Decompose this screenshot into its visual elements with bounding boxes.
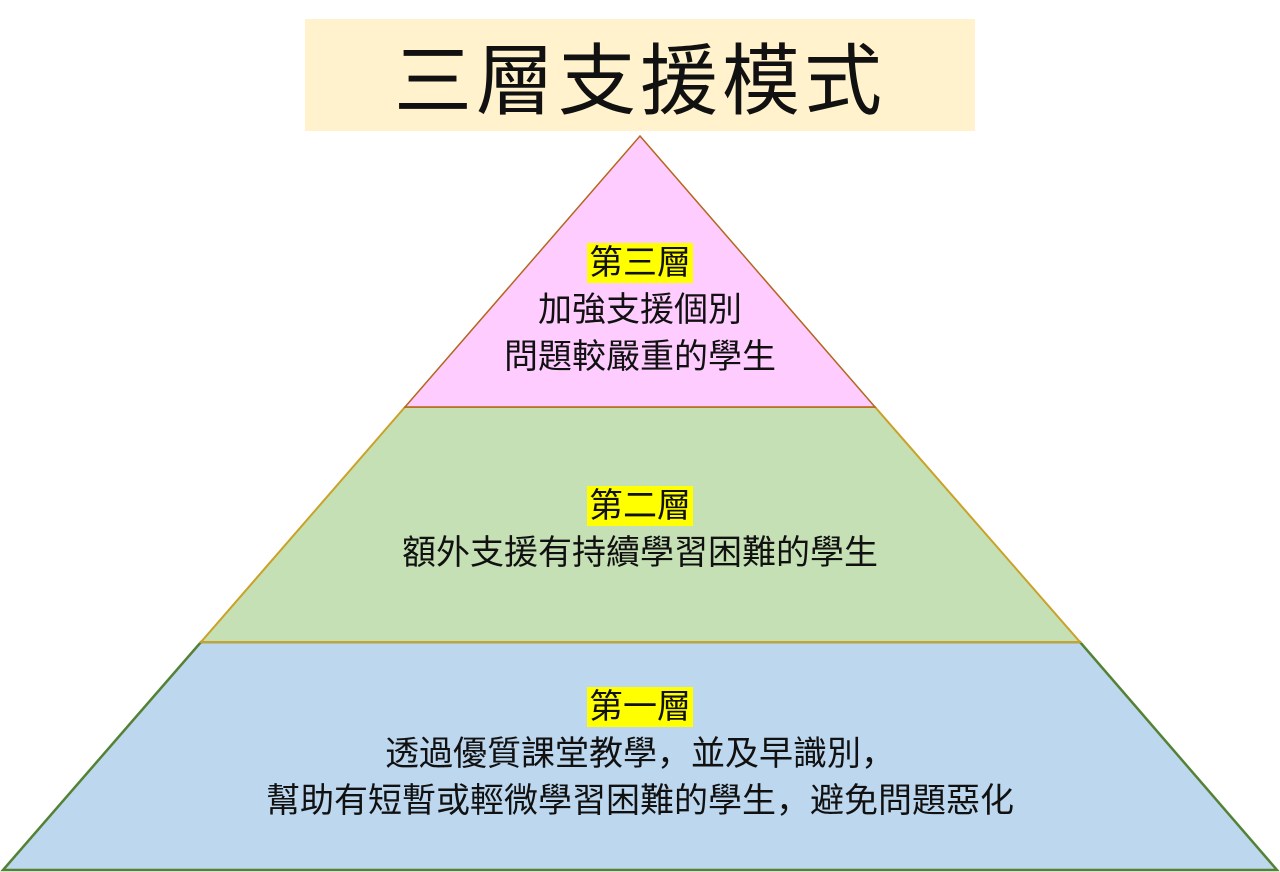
tier-3-line: 加強支援個別 <box>538 290 742 330</box>
tier-1-text: 第一層 透過優質課堂教學，並及早識別， 幫助有短暫或輕微學習困難的學生，避免問題… <box>0 684 1280 825</box>
tier-1-label: 第一層 <box>587 687 693 727</box>
tier-2-line: 額外支援有持續學習困難的學生 <box>402 533 878 573</box>
diagram-title: 三層支援模式 <box>305 19 975 131</box>
tier-3-text: 第三層 加強支援個別 問題較嚴重的學生 <box>0 240 1280 381</box>
tier-3-label: 第三層 <box>587 243 693 283</box>
tier-3-line: 問題較嚴重的學生 <box>504 337 776 377</box>
tier-1-line: 透過優質課堂教學，並及早識別， <box>385 734 895 774</box>
tier-2-label: 第二層 <box>587 486 693 526</box>
tier-1-line: 幫助有短暫或輕微學習困難的學生，避免問題惡化 <box>266 781 1014 821</box>
tier-2-text: 第二層 額外支援有持續學習困難的學生 <box>0 483 1280 577</box>
